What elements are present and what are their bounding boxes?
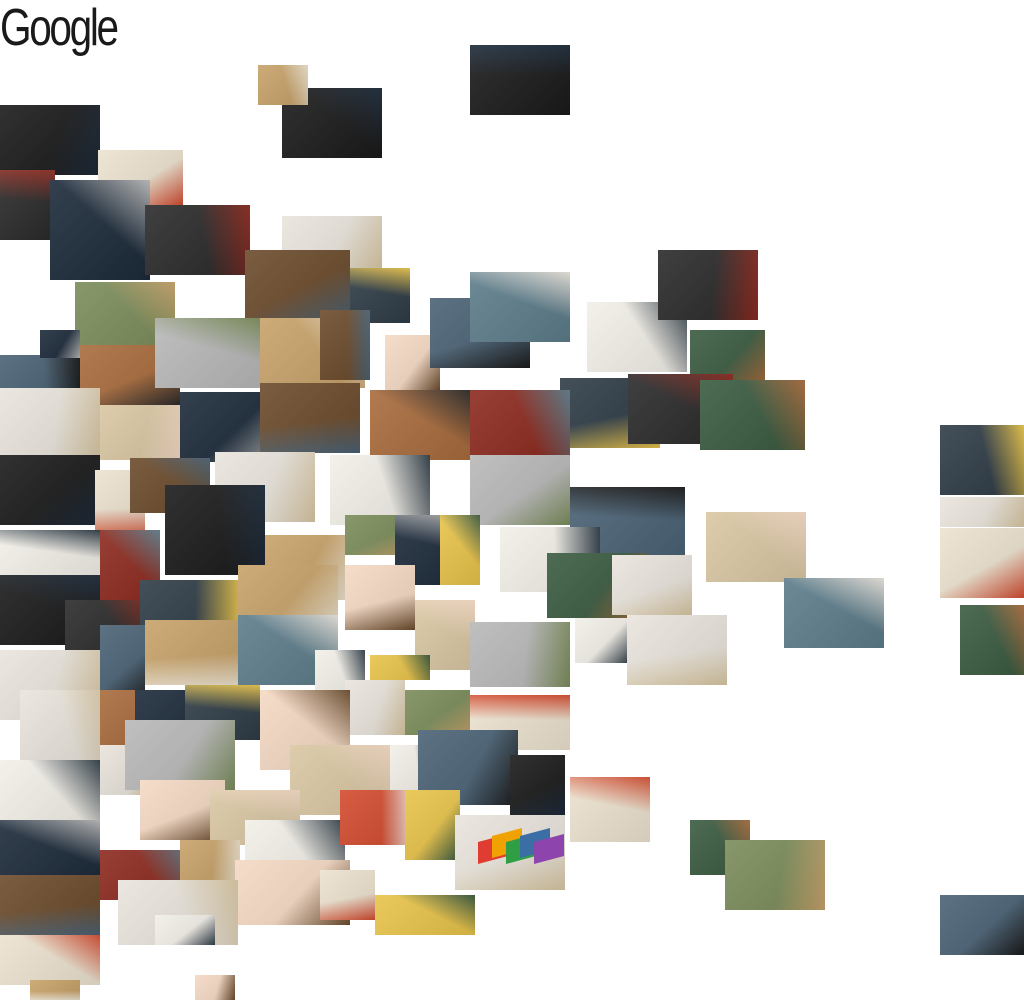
collage-image-thumbnail: [940, 895, 1024, 955]
collage-image-thumbnail: [470, 390, 570, 460]
collage-image-thumbnail: [330, 455, 430, 525]
collage-image-thumbnail: [340, 790, 415, 845]
collage-image-thumbnail: [350, 268, 410, 323]
collage-image-thumbnail: [0, 760, 100, 830]
collage-image-thumbnail: [145, 205, 250, 275]
collage-image-thumbnail: [470, 455, 570, 525]
collage-image-thumbnail: [960, 605, 1024, 675]
collage-image-thumbnail: [470, 272, 570, 342]
collage-image-thumbnail: [0, 170, 55, 240]
collage-image-thumbnail: [195, 975, 235, 1000]
collage-image-thumbnail: [940, 425, 1024, 495]
collage-image-thumbnail: [510, 755, 565, 815]
collage-image-thumbnail: [940, 528, 1024, 598]
collage-image-thumbnail: [125, 720, 235, 790]
collage-image-thumbnail: [570, 487, 685, 557]
collage-image-thumbnail: [0, 875, 100, 935]
collage-image-thumbnail: [345, 565, 415, 630]
collage-image-thumbnail: [155, 318, 260, 388]
collage-image-thumbnail: [575, 618, 630, 663]
collage-image-thumbnail: [258, 65, 308, 105]
collage-image-thumbnail: [405, 690, 470, 735]
collage-image-thumbnail: [155, 915, 215, 945]
collage-image-thumbnail: [940, 497, 1024, 527]
collage-image-thumbnail: [375, 895, 475, 935]
collage-image-thumbnail: [627, 615, 727, 685]
collage-image-thumbnail: [260, 383, 360, 453]
collage-image-thumbnail: [470, 45, 570, 115]
collage-image-thumbnail: [20, 690, 105, 760]
collage-image-thumbnail: [245, 250, 350, 320]
collage-image-thumbnail: [570, 777, 650, 842]
collage-image-thumbnail: [30, 980, 80, 1000]
collage-image-thumbnail: [145, 620, 240, 685]
collage-image-thumbnail: [612, 555, 692, 615]
collage-image-thumbnail: [40, 330, 80, 358]
collage-image-thumbnail: [180, 840, 240, 880]
collage-image-thumbnail: [405, 790, 460, 860]
collage-image-thumbnail: [0, 530, 100, 580]
collage-image-thumbnail: [658, 250, 758, 320]
collage-image-thumbnail: [0, 455, 100, 525]
collage-image-thumbnail: [345, 680, 405, 735]
collage-image-thumbnail: [700, 380, 805, 450]
collage-image-thumbnail: [370, 655, 430, 680]
collage-image-thumbnail: [784, 578, 884, 648]
collage-image-thumbnail: [50, 180, 150, 280]
collage-image-thumbnail: [370, 390, 470, 460]
collage-image-thumbnail: [440, 515, 480, 585]
collage-image-thumbnail: [320, 870, 375, 920]
collage-image-thumbnail: [0, 105, 100, 175]
collage-image-thumbnail: [320, 310, 370, 380]
collage-image-thumbnail: [100, 405, 180, 460]
collage-image-thumbnail: [0, 388, 100, 458]
collage-image-thumbnail: [470, 622, 570, 687]
collage-image-thumbnail: [165, 485, 265, 575]
google-logo: Google: [0, 0, 119, 57]
collage-image-thumbnail: [0, 820, 100, 885]
collage-image-thumbnail: [0, 935, 100, 985]
collage-image-thumbnail: [725, 840, 825, 910]
collage-image-thumbnail: [0, 355, 80, 390]
collage-image-thumbnail: [706, 512, 806, 582]
